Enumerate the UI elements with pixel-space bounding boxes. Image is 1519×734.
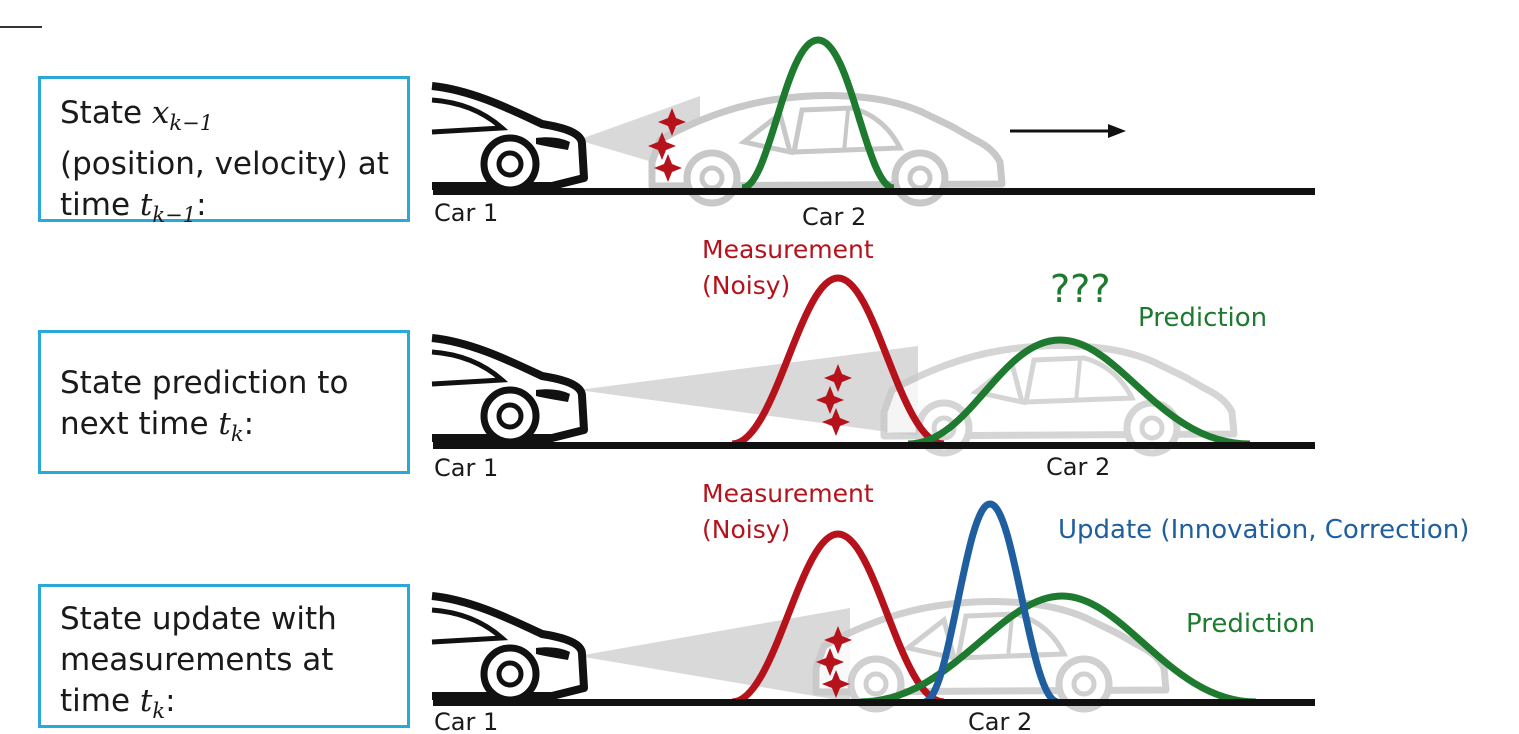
math-sub: k−1 — [152, 203, 197, 228]
car1-label: Car 1 — [434, 454, 498, 482]
prediction-curve — [859, 592, 1257, 706]
measurement-curve — [731, 530, 945, 706]
car2-label: Car 2 — [1046, 453, 1110, 481]
box-text: time — [60, 683, 140, 719]
prediction-label: Prediction — [1186, 609, 1315, 639]
box-text: : — [196, 187, 207, 224]
math-sub: k−1 — [169, 111, 214, 136]
box-line: State xk−1 — [60, 93, 407, 144]
measurement-label: Measurement — [702, 479, 874, 508]
prediction-label: Prediction — [1138, 303, 1267, 333]
state-box-previous: State xk−1 (position, velocity) at time … — [38, 76, 410, 227]
sensor-beam — [578, 346, 918, 436]
update-label: Update (Innovation, Correction) — [1058, 515, 1469, 545]
box-text: State — [60, 95, 152, 131]
prediction-curve — [907, 336, 1251, 448]
math-var: x — [151, 95, 170, 131]
state-box-update: State update with measurements at time t… — [38, 584, 410, 728]
update-curve — [922, 500, 1060, 706]
box-text: State update with — [60, 601, 337, 637]
road — [433, 699, 1315, 706]
math-var: t — [139, 187, 153, 224]
sensor-beam — [578, 608, 850, 702]
math-var: t — [218, 406, 231, 442]
car2-label: Car 2 — [802, 203, 866, 231]
box-line: time tk: — [60, 681, 407, 732]
math-var: t — [139, 683, 153, 719]
noisy-label: (Noisy) — [702, 515, 790, 544]
box-text: measurements at — [60, 642, 334, 678]
car-icon — [432, 596, 584, 700]
math-sub: k — [152, 699, 166, 724]
measurement-curve — [731, 274, 945, 448]
car-icon — [432, 86, 584, 190]
math-sub: k — [230, 422, 244, 447]
box-text: next time — [60, 406, 219, 442]
question-label: ??? — [1050, 267, 1111, 311]
car-icon — [432, 338, 584, 442]
box-text: : — [165, 683, 176, 719]
measurement-label: Measurement — [702, 235, 874, 264]
car2-label: Car 2 — [968, 708, 1032, 734]
noisy-label: (Noisy) — [702, 271, 790, 300]
box-text: time — [60, 187, 140, 224]
box-line: next time tk: — [60, 404, 407, 455]
box-text: : — [243, 406, 255, 442]
state-box-prediction: State prediction to next time tk: — [38, 330, 410, 474]
box-line: time tk−1: — [60, 185, 407, 236]
corner-dash — [0, 26, 42, 28]
ghost-car-icon — [652, 96, 1002, 203]
box-text: State prediction to — [60, 365, 349, 401]
road — [433, 188, 1315, 195]
arrow-right-icon — [1010, 124, 1126, 138]
car1-label: Car 1 — [434, 199, 498, 227]
box-text: (position, velocity) at — [60, 146, 389, 183]
car1-label: Car 1 — [434, 708, 498, 734]
prediction-curve — [740, 36, 896, 192]
road — [433, 442, 1315, 449]
